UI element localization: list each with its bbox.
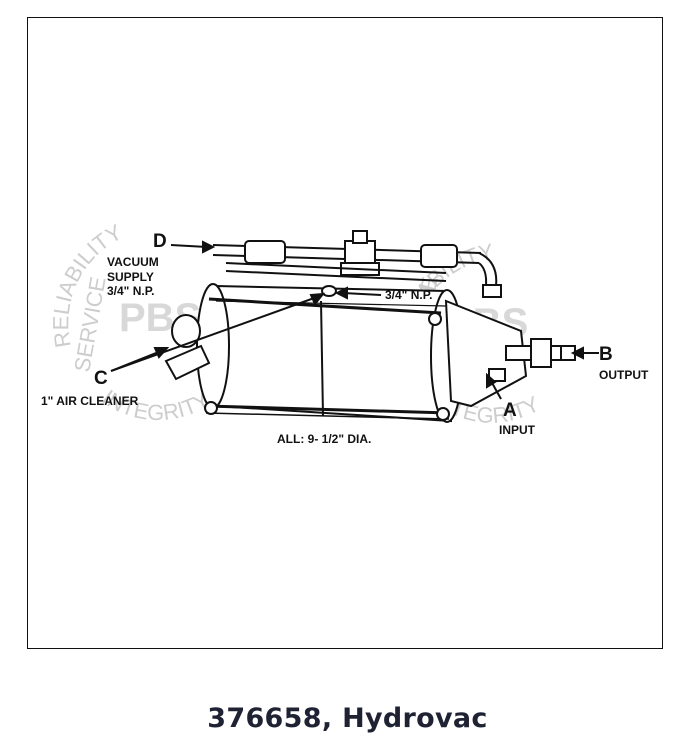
hydrovac-diagram: RELIABILITY SERVICE INTEGRITY PBS RELIAB… (41, 219, 649, 446)
label-d: D (153, 231, 167, 252)
product-image-frame: RELIABILITY SERVICE INTEGRITY PBS RELIAB… (27, 17, 663, 649)
product-title: 376658, Hydrovac (207, 703, 488, 734)
label-air-cleaner: 1" AIR CLEANER (41, 394, 139, 408)
label-np-port: 3/4" N.P. (385, 288, 433, 302)
label-b: B (599, 344, 613, 365)
label-supply: SUPPLY (107, 270, 154, 284)
label-output: OUTPUT (599, 368, 649, 382)
hydrovac-unit-drawing (164, 230, 576, 423)
callout-arrows (110, 240, 599, 400)
label-supply-np: 3/4" N.P. (107, 284, 155, 298)
diagram-labels: D VACUUM SUPPLY 3/4" N.P. 3/4" N.P. C 1"… (41, 231, 649, 446)
label-input: INPUT (499, 423, 536, 437)
label-c: C (94, 368, 108, 389)
label-vacuum: VACUUM (107, 255, 159, 269)
label-a: A (503, 400, 517, 421)
label-diameter: ALL: 9- 1/2" DIA. (277, 432, 371, 446)
